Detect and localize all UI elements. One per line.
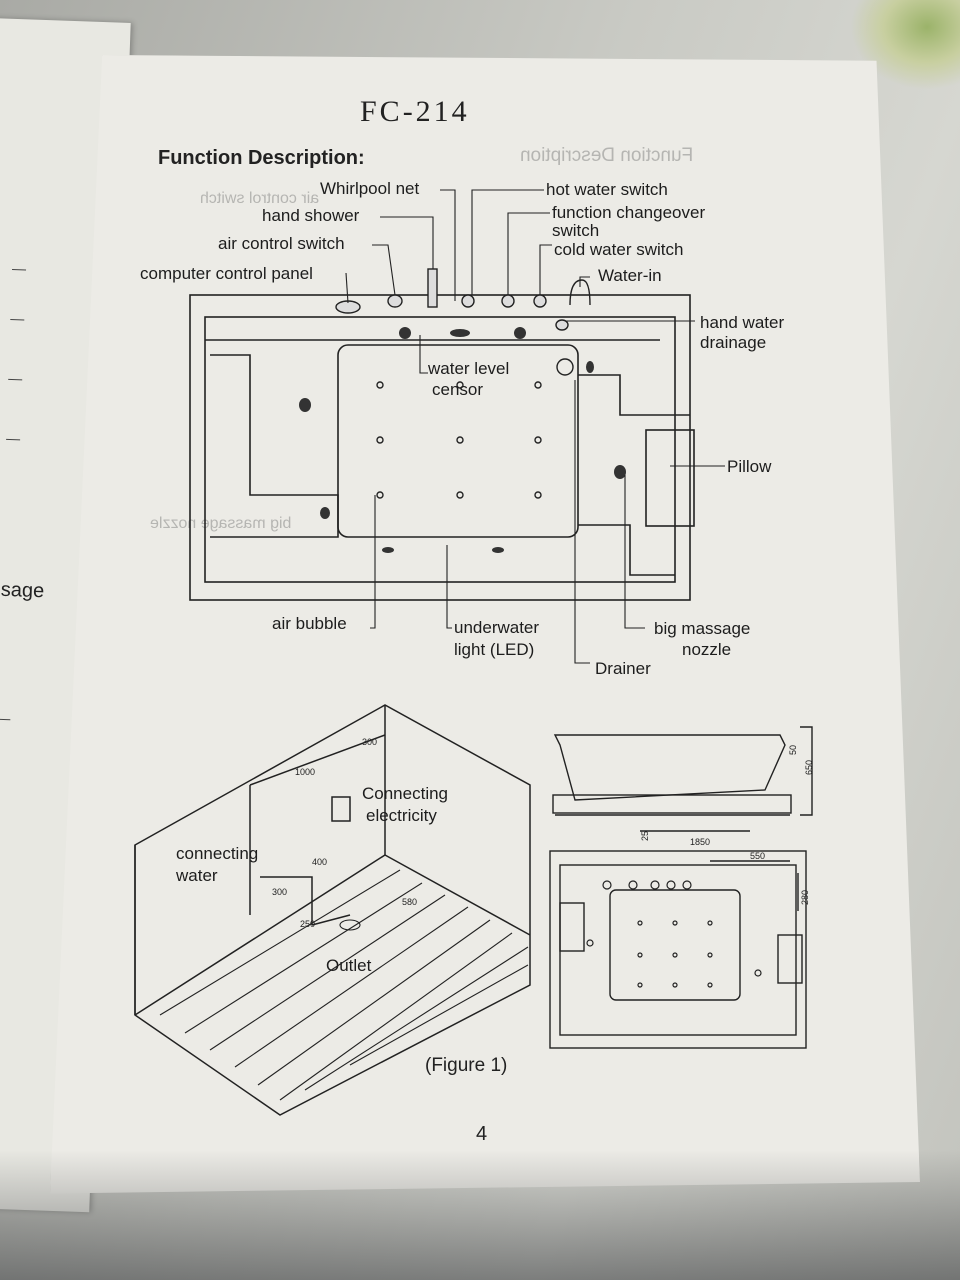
dim-50: 50 [788,745,798,755]
dim-650: 650 [804,760,814,775]
label-connecting: Connecting [362,784,449,803]
label-hand-water-drainage-2: drainage [700,333,767,352]
label-censor: censor [432,380,484,399]
label-water: water [176,866,218,885]
label-connecting-water: connecting [176,844,259,863]
label-computer-control-panel: computer control panel [140,264,313,283]
label-pillow: Pillow [727,457,772,476]
label-cold-water-switch: cold water switch [554,240,684,259]
label-function-changeover-switch: switch [552,221,600,240]
dim-300: 300 [362,737,377,747]
figure-caption: (Figure 1) [425,1055,508,1076]
dim-400: 400 [312,857,327,867]
label-air-bubble: air bubble [272,614,347,633]
dim-1000: 1000 [295,767,315,777]
dimension-drawings: 1850 650 50 25 550 280 [549,726,814,1049]
left-page-text: sage [0,578,45,603]
dim-1850: 1850 [690,837,710,847]
label-water-level: water level [428,359,510,378]
hand-shadow [0,1150,960,1280]
dim-280: 280 [800,890,810,905]
label-function-changeover: function changeover [552,203,706,222]
label-hand-water-drainage: hand water [700,313,785,332]
dim-25: 25 [640,831,650,841]
section-heading: Function Description: [158,147,365,169]
label-hand-shower: hand shower [262,206,360,225]
label-nozzle: nozzle [682,640,732,659]
dim-300b: 300 [272,887,287,897]
dim-580: 580 [402,897,417,907]
label-air-control-switch: air control switch [218,234,345,253]
label-drainer: Drainer [595,659,651,678]
dim-250: 250 [300,919,315,929]
label-whirlpool-net: Whirlpool net [320,179,420,198]
label-hot-water-switch: hot water switch [546,180,668,199]
manual-page: FC-214 Function Description: Function De… [50,55,920,1194]
label-underwater: underwater [454,618,540,637]
model-title: FC-214 [360,95,470,128]
label-water-in: Water-in [598,266,662,285]
label-outlet: Outlet [326,956,372,975]
page-number: 4 [476,1123,488,1145]
installation-diagram: 1000 300 400 300 250 580 [134,704,531,1116]
label-big-massage: big massage [654,619,751,638]
label-electricity: electricity [366,806,437,825]
tub-top-view-diagram [189,189,725,664]
label-light-led: light (LED) [454,640,535,659]
dim-550: 550 [750,851,765,861]
